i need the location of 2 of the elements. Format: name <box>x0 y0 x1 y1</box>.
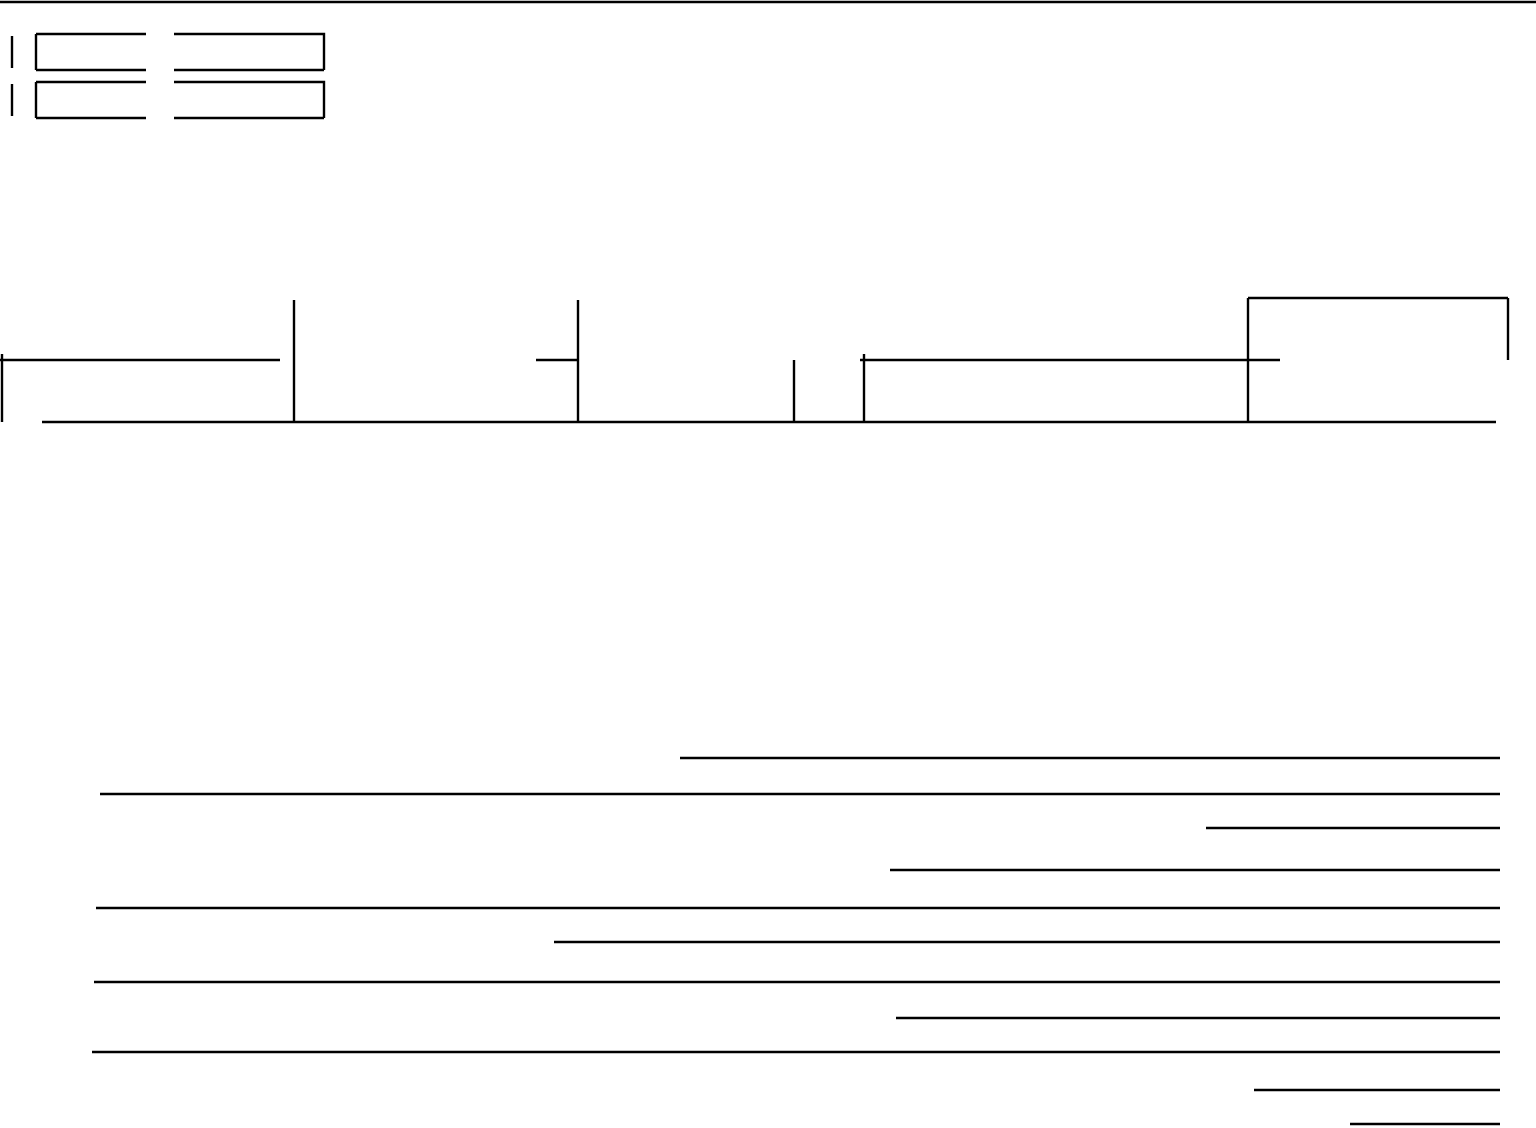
input-field <box>36 82 324 118</box>
input-field <box>36 34 324 70</box>
